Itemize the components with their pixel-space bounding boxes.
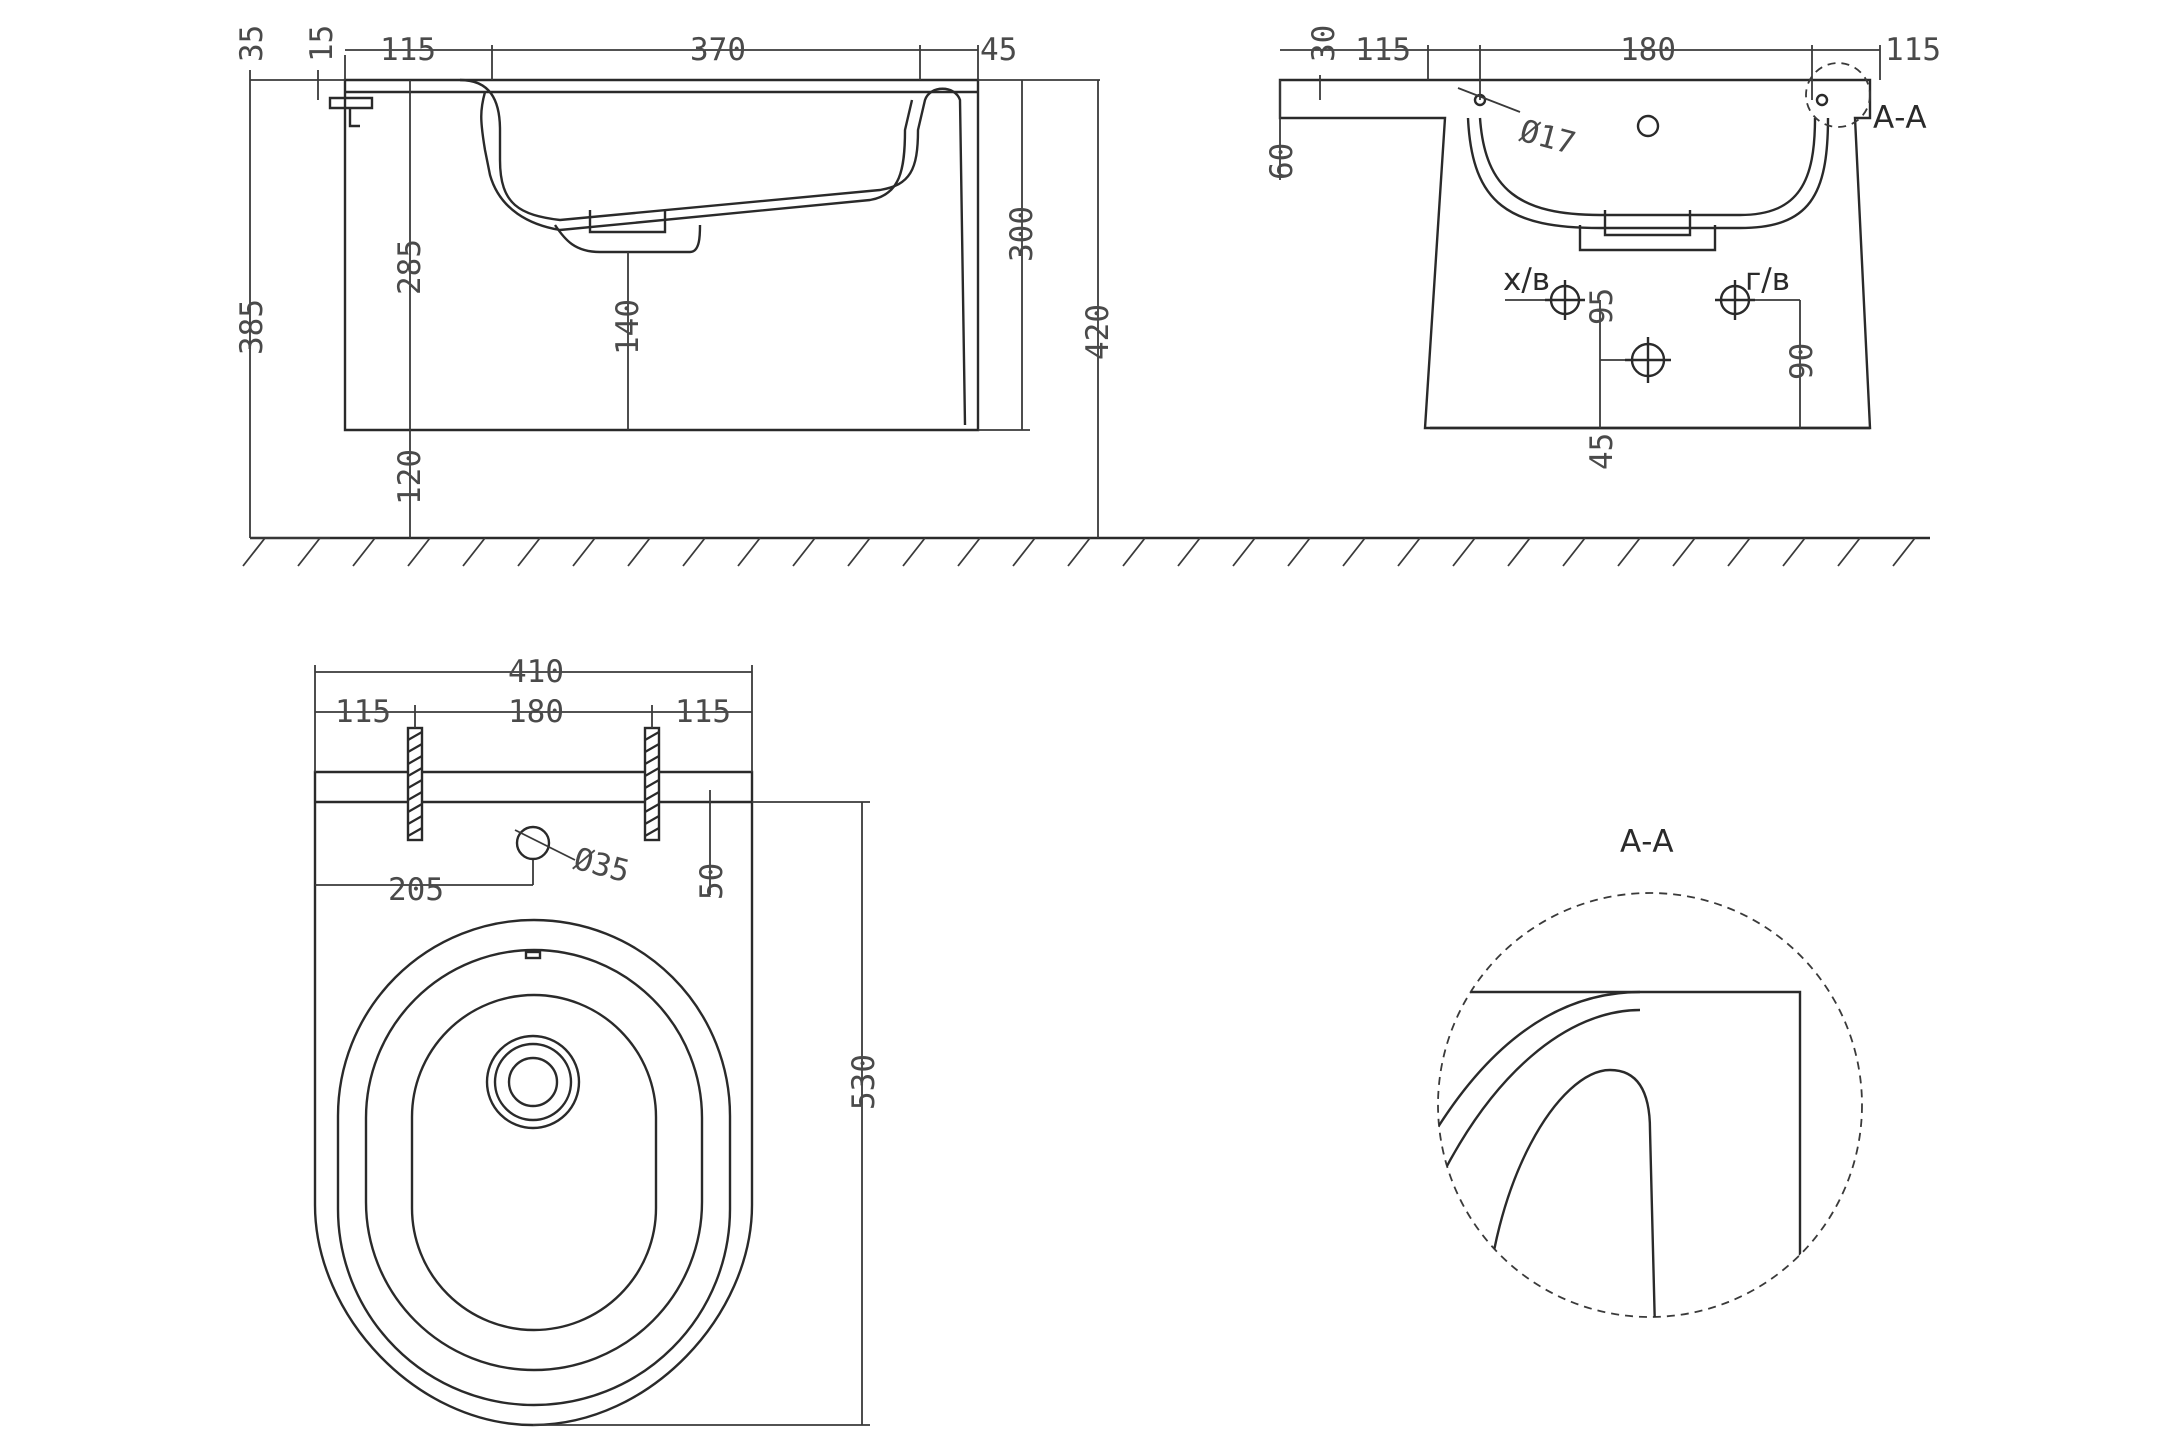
dim-side-285: 285 — [392, 239, 428, 295]
side-basin — [459, 78, 967, 426]
front-view: 30 115 180 115 60 Ø17 95 90 45 х/в г/в А… — [1264, 25, 1941, 470]
dim-front-45: 45 — [1584, 433, 1620, 470]
front-drain — [1578, 225, 1717, 252]
side-body-outline — [343, 78, 980, 432]
section-callout-circle — [1805, 62, 1871, 128]
dim-side-45: 45 — [980, 32, 1017, 68]
label-hot-water: г/в — [1745, 262, 1790, 298]
dim-top-dia35: Ø35 — [570, 841, 633, 890]
top-bowl-outer — [336, 918, 732, 1407]
dim-side-15: 15 — [304, 25, 340, 62]
detail-circle — [1437, 892, 1863, 1318]
cold-water-inlet — [1545, 280, 1585, 320]
mounting-stud-right — [643, 726, 661, 842]
dim-front-180: 180 — [1620, 32, 1676, 68]
mounting-stud-left — [406, 726, 424, 842]
dim-front-115-left: 115 — [1355, 32, 1411, 68]
drain-inlet — [1625, 337, 1671, 383]
top-bowl-inner — [410, 993, 658, 1332]
dim-side-300: 300 — [1004, 206, 1040, 262]
dim-side-370: 370 — [690, 32, 746, 68]
dim-side-35: 35 — [234, 25, 270, 62]
dim-side-385: 385 — [234, 299, 270, 355]
dim-front-30: 30 — [1306, 25, 1342, 62]
side-drain — [554, 224, 702, 254]
dim-front-90: 90 — [1784, 343, 1820, 380]
label-section-ref: А-А — [1873, 100, 1927, 136]
top-view: 410 115 180 115 205 Ø35 50 530 — [313, 654, 882, 1427]
dim-top-50: 50 — [694, 863, 730, 900]
floor-line — [242, 536, 1930, 567]
dim-side-140: 140 — [610, 299, 646, 355]
dim-front-dia17: Ø17 — [1516, 113, 1579, 162]
top-drain — [485, 1034, 581, 1130]
dim-top-115-left: 115 — [335, 694, 391, 730]
dim-front-95: 95 — [1584, 288, 1620, 325]
dim-top-410: 410 — [508, 654, 564, 690]
label-cold-water: х/в — [1503, 262, 1550, 298]
dim-side-420: 420 — [1080, 304, 1116, 360]
faucet-hole — [515, 825, 551, 861]
dim-top-530: 530 — [846, 1054, 882, 1110]
front-basin — [1478, 117, 1817, 217]
dim-side-115: 115 — [380, 32, 436, 68]
dim-front-115-right: 115 — [1885, 32, 1941, 68]
dim-top-115-right: 115 — [675, 694, 731, 730]
dim-front-60: 60 — [1264, 143, 1300, 180]
detail-section-a-a: А-А — [1437, 824, 1863, 1318]
dim-side-120: 120 — [392, 449, 428, 505]
detail-title: А-А — [1620, 824, 1674, 860]
hot-water-inlet — [1715, 280, 1755, 320]
side-faucet-stub — [328, 96, 374, 128]
dim-top-180: 180 — [508, 694, 564, 730]
side-view: 35 15 115 370 45 385 285 140 300 420 120 — [234, 25, 1116, 539]
dim-top-205: 205 — [388, 872, 444, 908]
